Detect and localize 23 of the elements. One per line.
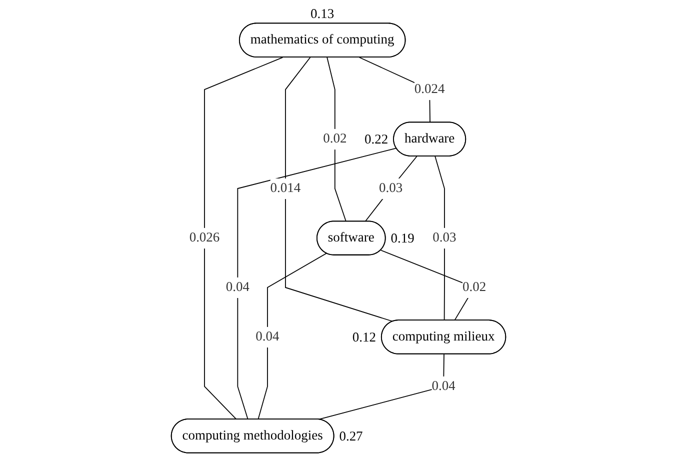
- weight-label: 0.27: [339, 428, 363, 444]
- connector: [326, 56, 346, 222]
- edge-label: 0.014: [270, 181, 301, 196]
- edge-label: 0.04: [432, 379, 456, 394]
- weight-label: 0.19: [390, 230, 414, 246]
- edge-label: 0.024: [414, 82, 445, 97]
- edge-label: 0.04: [256, 330, 280, 344]
- weight-label: 0.12: [352, 329, 376, 344]
- edge-label: 0.02: [462, 280, 486, 294]
- weight-label: 0.13: [310, 6, 334, 21]
- connector: [364, 156, 418, 222]
- edge-label: 0.02: [323, 132, 347, 146]
- connector: [434, 156, 445, 321]
- connector: [318, 354, 444, 420]
- edge-label: 0.04: [226, 280, 250, 294]
- connector: [285, 56, 394, 322]
- connector: [258, 252, 327, 420]
- connector: [237, 148, 397, 420]
- weight-label: 0.22: [364, 132, 388, 147]
- edge-label: 0.03: [379, 181, 403, 196]
- edge-label: 0.026: [189, 230, 220, 245]
- connector: [204, 56, 284, 420]
- edge-label: 0.03: [432, 230, 456, 245]
